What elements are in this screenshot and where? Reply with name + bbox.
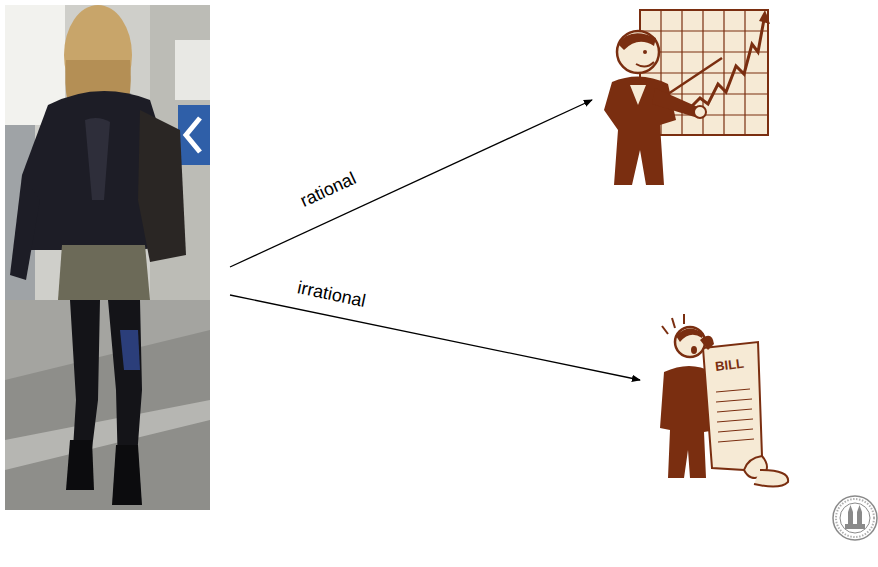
street-photo	[5, 5, 210, 510]
bill-text: BILL	[714, 357, 744, 373]
arrow-label: rational	[297, 169, 358, 210]
arrow-line	[230, 100, 592, 267]
arrow-line	[230, 295, 640, 380]
presenter-cartoon	[604, 10, 770, 185]
bill-cartoon	[660, 314, 788, 487]
arrow-label: irrational	[296, 278, 367, 310]
university-seal	[833, 496, 877, 540]
